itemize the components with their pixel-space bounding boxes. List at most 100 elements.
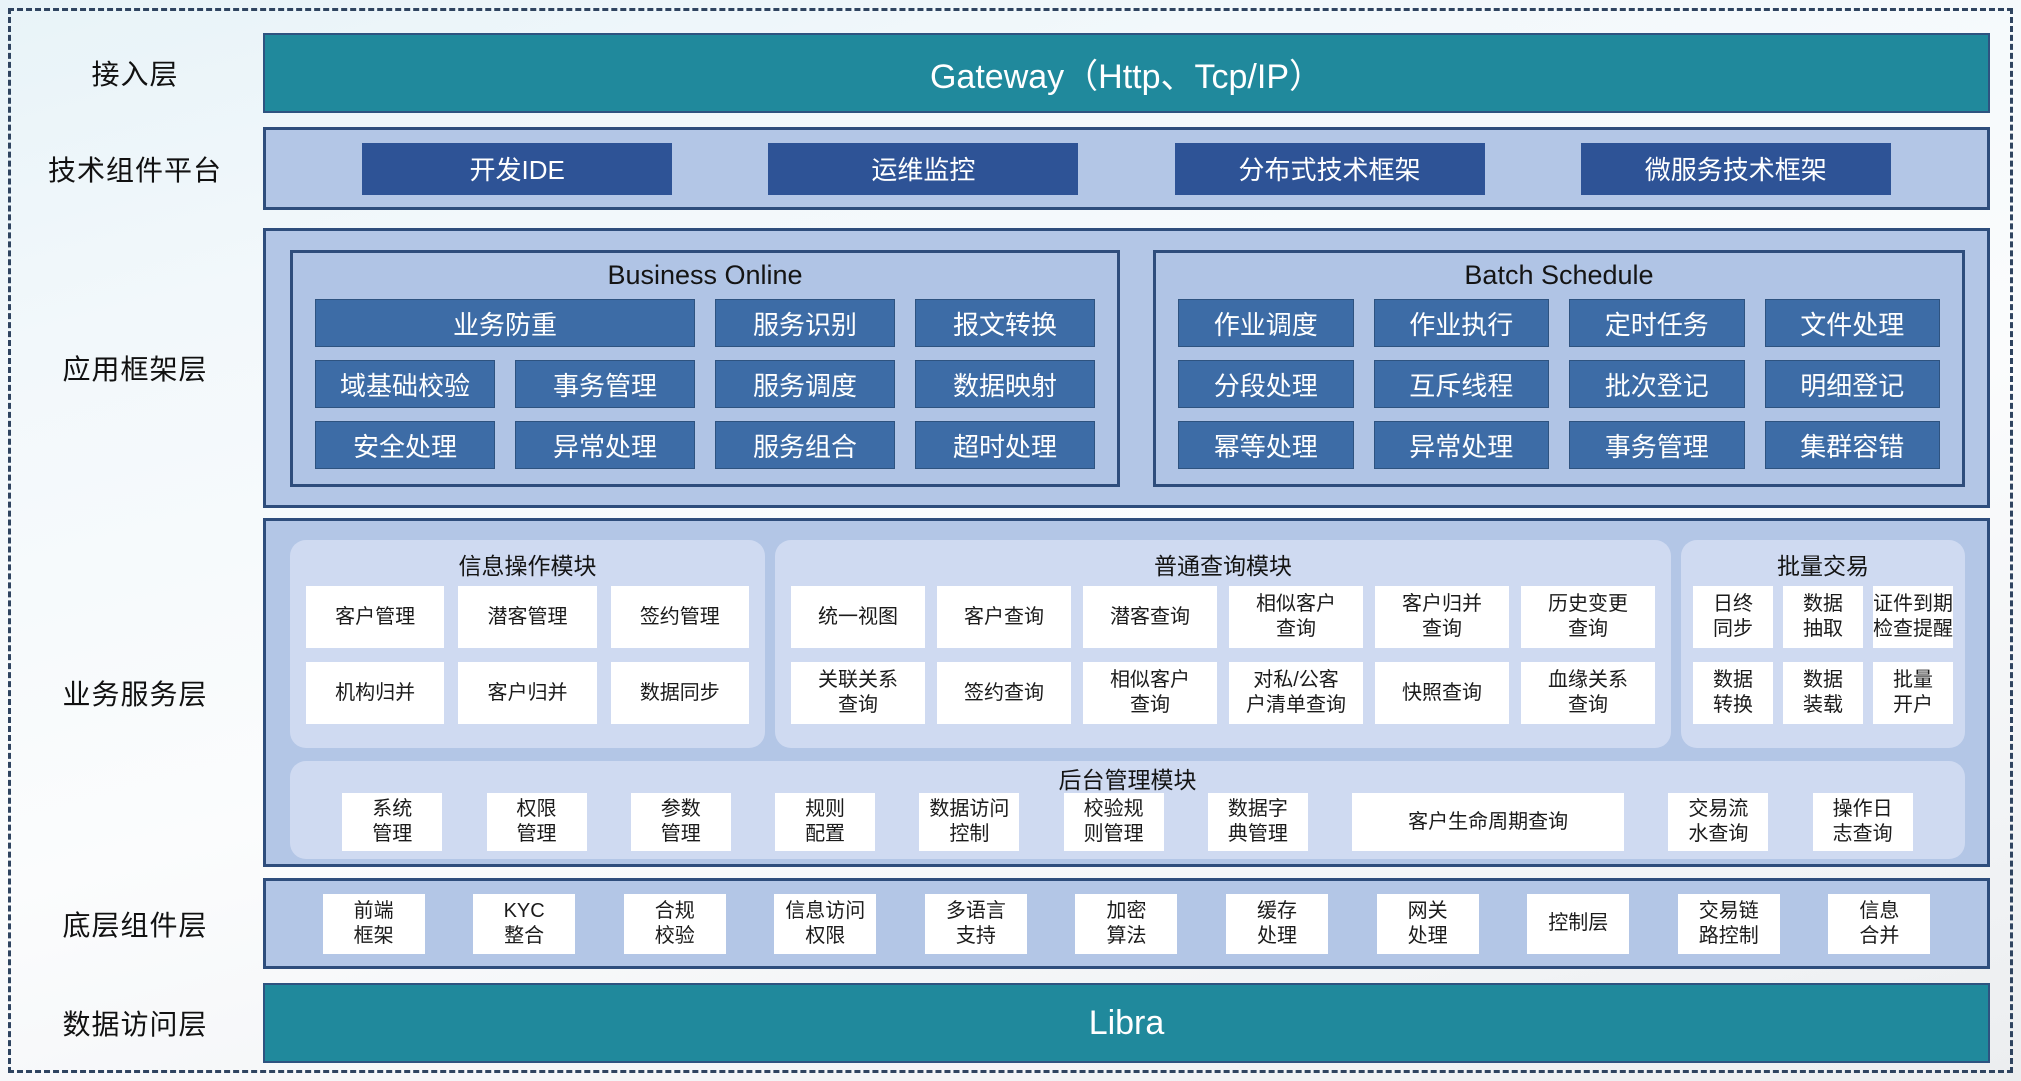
batch-schedule-button: 互斥线程 bbox=[1373, 360, 1549, 408]
layer-label-business-service: 业务服务层 bbox=[62, 678, 208, 710]
business-online-button: 域基础校验 bbox=[315, 360, 495, 408]
libra-bar: Libra bbox=[263, 983, 1990, 1063]
general-query-button: 客户查询 bbox=[937, 586, 1071, 648]
business-online-button: 服务识别 bbox=[715, 299, 895, 347]
batch-trade-grid: 日终 同步 数据 抽取 证件到期 检查提醒 数据 转换 数据 装载 批量 开户 bbox=[1681, 584, 1965, 724]
batch-schedule-button: 异常处理 bbox=[1373, 421, 1549, 469]
business-online-button: 报文转换 bbox=[915, 299, 1095, 347]
business-online-button: 服务组合 bbox=[715, 421, 895, 469]
bottom-component-button: 加密 算法 bbox=[1075, 893, 1178, 954]
bottom-components-box: 前端 框架 KYC 整合 合规 校验 信息访问 权限 多语言 支持 加密 算法 … bbox=[263, 878, 1990, 969]
admin-button: 系统 管理 bbox=[342, 793, 443, 851]
info-operation-module: 信息操作模块 客户管理 潜客管理 签约管理 机构归并 客户归并 数据同步 bbox=[290, 540, 765, 748]
bottom-component-button: 网关 处理 bbox=[1376, 893, 1479, 954]
layer-label-data-access: 数据访问层 bbox=[62, 1009, 208, 1040]
business-online-button: 服务调度 bbox=[715, 360, 895, 408]
bottom-component-button: 信息 合并 bbox=[1828, 893, 1931, 954]
business-online-grid: 业务防重 服务识别 报文转换 域基础校验 事务管理 服务调度 数据映射 安全处理… bbox=[293, 295, 1117, 469]
batch-trade-button: 数据 转换 bbox=[1693, 662, 1773, 724]
info-operation-title: 信息操作模块 bbox=[458, 553, 597, 579]
general-query-button: 历史变更 查询 bbox=[1521, 586, 1655, 648]
general-query-button: 相似客户 查询 bbox=[1083, 662, 1217, 724]
info-operation-button: 客户管理 bbox=[306, 586, 445, 648]
admin-button: 规则 配置 bbox=[775, 793, 876, 851]
batch-trade-button: 数据 抽取 bbox=[1783, 586, 1863, 648]
general-query-button: 关联关系 查询 bbox=[791, 662, 925, 724]
bottom-component-button: 控制层 bbox=[1527, 893, 1630, 954]
gateway-bar: Gateway（Http、Tcp/IP） bbox=[263, 33, 1990, 113]
general-query-button: 潜客查询 bbox=[1083, 586, 1217, 648]
tech-button: 微服务技术框架 bbox=[1580, 142, 1891, 195]
batch-schedule-button: 明细登记 bbox=[1764, 360, 1940, 408]
business-service-box: 信息操作模块 客户管理 潜客管理 签约管理 机构归并 客户归并 数据同步 普通查… bbox=[263, 518, 1990, 867]
app-framework-box: Business Online 业务防重 服务识别 报文转换 域基础校验 事务管… bbox=[263, 228, 1990, 508]
business-online-title: Business Online bbox=[607, 259, 803, 290]
layer-label-bottom-components: 底层组件层 bbox=[62, 909, 208, 941]
tech-button: 分布式技术框架 bbox=[1174, 142, 1485, 195]
general-query-grid: 统一视图 客户查询 潜客查询 相似客户 查询 客户归并 查询 历史变更 查询 关… bbox=[775, 584, 1671, 724]
general-query-button: 客户归并 查询 bbox=[1375, 586, 1509, 648]
business-online-button: 事务管理 bbox=[515, 360, 695, 408]
general-query-button: 相似客户 查询 bbox=[1229, 586, 1363, 648]
layer-label-access: 接入层 bbox=[91, 59, 179, 90]
info-operation-button: 机构归并 bbox=[306, 662, 445, 724]
info-operation-button: 客户归并 bbox=[458, 662, 597, 724]
admin-button: 数据字 典管理 bbox=[1207, 793, 1308, 851]
admin-button: 校验规 则管理 bbox=[1063, 793, 1164, 851]
admin-button: 操作日 志查询 bbox=[1812, 793, 1913, 851]
general-query-button: 血缘关系 查询 bbox=[1521, 662, 1655, 724]
batch-schedule-grid: 作业调度 作业执行 定时任务 文件处理 分段处理 互斥线程 批次登记 明细登记 … bbox=[1156, 295, 1962, 469]
layer-label-app-framework: 应用框架层 bbox=[62, 354, 208, 385]
bottom-component-button: 多语言 支持 bbox=[924, 893, 1027, 954]
admin-module: 后台管理模块 系统 管理 权限 管理 参数 管理 规则 配置 数据访问 控制 校… bbox=[290, 761, 1965, 859]
batch-schedule-button: 集群容错 bbox=[1764, 421, 1940, 469]
bottom-component-button: 缓存 处理 bbox=[1226, 893, 1329, 954]
info-operation-button: 潜客管理 bbox=[458, 586, 597, 648]
batch-schedule-title: Batch Schedule bbox=[1464, 259, 1654, 290]
admin-button: 数据访问 控制 bbox=[919, 793, 1020, 851]
batch-schedule-button: 幂等处理 bbox=[1178, 421, 1354, 469]
info-operation-button: 签约管理 bbox=[610, 586, 749, 648]
admin-module-row: 系统 管理 权限 管理 参数 管理 规则 配置 数据访问 控制 校验规 则管理 … bbox=[290, 793, 1965, 851]
general-query-module: 普通查询模块 统一视图 客户查询 潜客查询 相似客户 查询 客户归并 查询 历史… bbox=[775, 540, 1671, 748]
admin-button: 交易流 水查询 bbox=[1668, 793, 1769, 851]
general-query-button: 快照查询 bbox=[1375, 662, 1509, 724]
general-query-button: 对私/公客 户清单查询 bbox=[1229, 662, 1363, 724]
batch-trade-button: 日终 同步 bbox=[1693, 586, 1773, 648]
batch-schedule-box: Batch Schedule 作业调度 作业执行 定时任务 文件处理 分段处理 … bbox=[1153, 250, 1965, 487]
batch-schedule-button: 事务管理 bbox=[1569, 421, 1745, 469]
batch-schedule-button: 文件处理 bbox=[1764, 299, 1940, 347]
tech-button: 运维监控 bbox=[768, 142, 1079, 195]
admin-button: 参数 管理 bbox=[630, 793, 731, 851]
general-query-button: 统一视图 bbox=[791, 586, 925, 648]
bottom-component-button: 合规 校验 bbox=[623, 893, 726, 954]
batch-trade-button: 批量 开户 bbox=[1873, 662, 1953, 724]
admin-module-title: 后台管理模块 bbox=[1058, 767, 1197, 793]
layer-label-tech: 技术组件平台 bbox=[47, 154, 222, 186]
info-operation-grid: 客户管理 潜客管理 签约管理 机构归并 客户归并 数据同步 bbox=[290, 584, 765, 724]
admin-button: 客户生命周期查询 bbox=[1352, 793, 1625, 851]
tech-platform-box: 开发IDE 运维监控 分布式技术框架 微服务技术框架 bbox=[263, 127, 1990, 210]
business-online-button: 数据映射 bbox=[915, 360, 1095, 408]
general-query-button: 签约查询 bbox=[937, 662, 1071, 724]
general-query-title: 普通查询模块 bbox=[1154, 553, 1292, 579]
batch-schedule-button: 作业调度 bbox=[1178, 299, 1354, 347]
diagram-content: Gateway（Http、Tcp/IP） 开发IDE 运维监控 分布式技术框架 … bbox=[263, 0, 1990, 1081]
batch-trade-button: 证件到期 检查提醒 bbox=[1873, 586, 1953, 648]
tech-button-row: 开发IDE 运维监控 分布式技术框架 微服务技术框架 bbox=[266, 130, 1987, 207]
business-online-button: 业务防重 bbox=[315, 299, 695, 347]
info-operation-button: 数据同步 bbox=[610, 662, 749, 724]
admin-button: 权限 管理 bbox=[486, 793, 587, 851]
business-online-button: 安全处理 bbox=[315, 421, 495, 469]
batch-schedule-button: 批次登记 bbox=[1569, 360, 1745, 408]
bottom-components-row: 前端 框架 KYC 整合 合规 校验 信息访问 权限 多语言 支持 加密 算法 … bbox=[266, 881, 1987, 966]
business-online-button: 超时处理 bbox=[915, 421, 1095, 469]
bottom-component-button: KYC 整合 bbox=[473, 893, 576, 954]
batch-trade-button: 数据 装载 bbox=[1783, 662, 1863, 724]
batch-schedule-button: 分段处理 bbox=[1178, 360, 1354, 408]
bottom-component-button: 交易链 路控制 bbox=[1677, 893, 1780, 954]
business-online-box: Business Online 业务防重 服务识别 报文转换 域基础校验 事务管… bbox=[290, 250, 1120, 487]
batch-trade-module: 批量交易 日终 同步 数据 抽取 证件到期 检查提醒 数据 转换 数据 装载 批… bbox=[1681, 540, 1965, 748]
batch-schedule-button: 定时任务 bbox=[1569, 299, 1745, 347]
tech-button: 开发IDE bbox=[362, 142, 673, 195]
